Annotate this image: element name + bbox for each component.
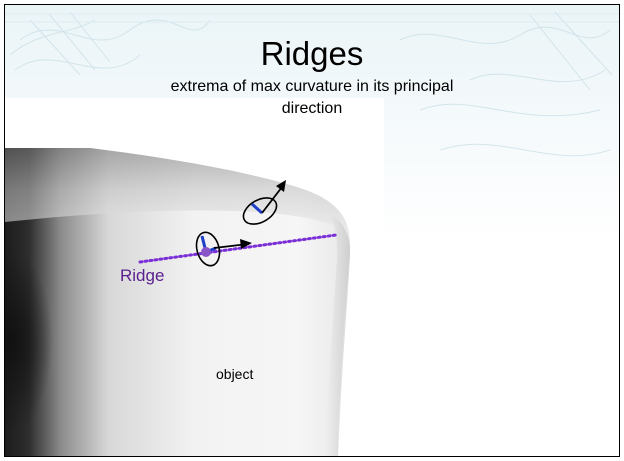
object-right-edge (325, 214, 351, 457)
slide-title: Ridges (260, 35, 364, 72)
ridge-line (138, 233, 338, 264)
subtitle-line-2: direction (281, 100, 343, 117)
slide-subtitle: extrema of max curvature in its principa… (0, 76, 624, 120)
object-shadow (5, 200, 125, 457)
subtitle-line-1: extrema of max curvature in its principa… (170, 78, 454, 95)
ridge-frame (195, 231, 252, 267)
object-label: object (216, 366, 254, 382)
ridge-label: Ridge (120, 266, 165, 285)
surface-frame (242, 180, 286, 225)
